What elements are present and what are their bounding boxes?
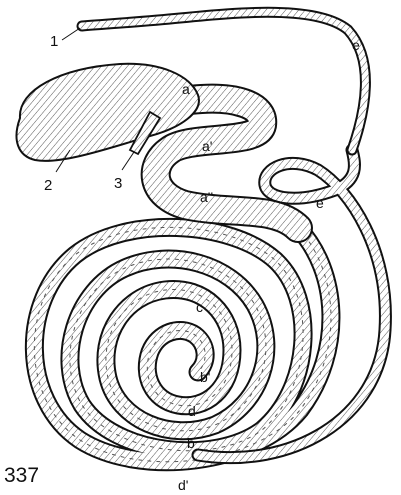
colon-spiral bbox=[34, 227, 331, 461]
label-d: d bbox=[188, 403, 196, 419]
label-b-prime: b' bbox=[200, 369, 210, 385]
label-3: 3 bbox=[114, 175, 122, 192]
label-b: b bbox=[187, 435, 195, 451]
figure-number: 337 bbox=[4, 464, 39, 488]
label-a-double-prime: a'' bbox=[200, 189, 213, 205]
label-e: e bbox=[316, 195, 324, 211]
label-2: 2 bbox=[44, 177, 52, 194]
label-1: 1 bbox=[50, 33, 58, 50]
label-d-prime: d' bbox=[178, 477, 188, 493]
label-a: a bbox=[182, 81, 190, 97]
label-e-prime: e' bbox=[352, 37, 362, 53]
label-c: c bbox=[196, 299, 203, 315]
label-a-prime: a' bbox=[202, 138, 212, 154]
